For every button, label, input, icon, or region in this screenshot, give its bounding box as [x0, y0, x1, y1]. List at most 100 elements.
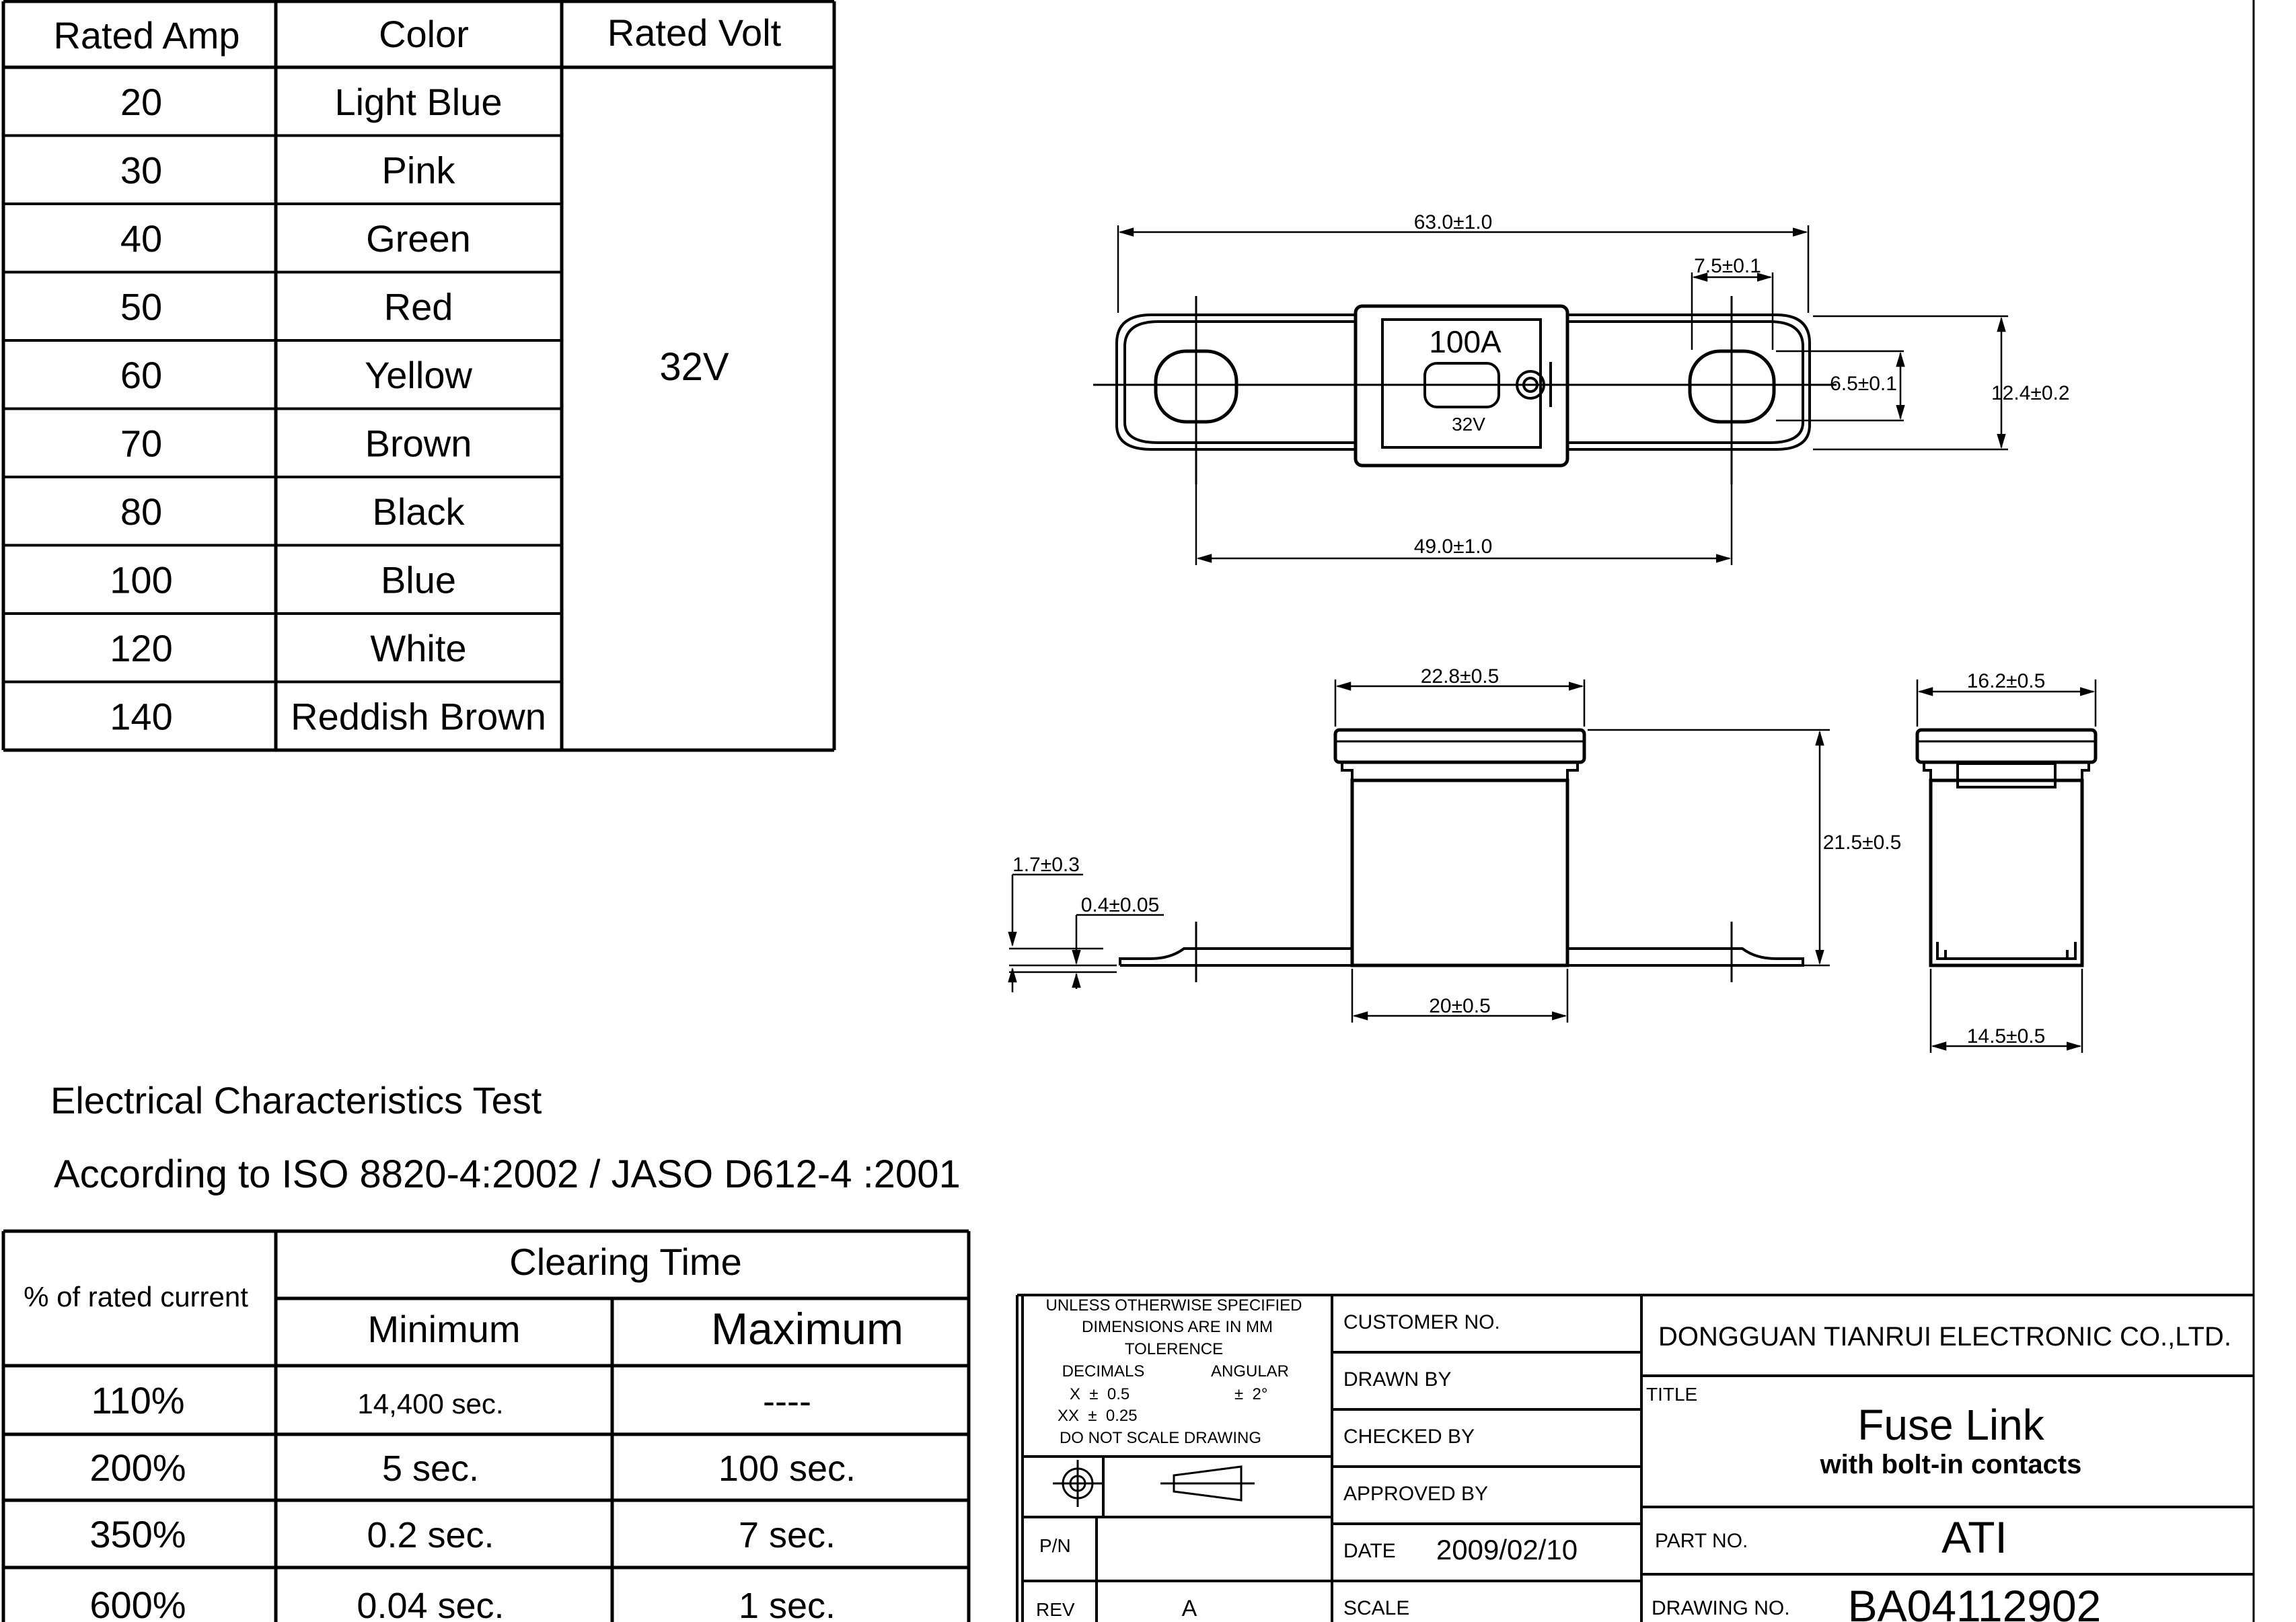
- side-body: [1350, 778, 1569, 967]
- rated-amp-cell: 30: [120, 149, 162, 191]
- clearing-table: % of rated current Clearing Time Minimum…: [1, 1229, 971, 1622]
- test-title: Electrical Characteristics Test: [50, 1079, 542, 1121]
- dim-cap-width: 22.8±0.5: [1421, 665, 1499, 688]
- company-name: DONGGUAN TIANRUI ELECTRONIC CO.,LTD.: [1658, 1322, 2231, 1352]
- color-cell: White: [370, 627, 466, 669]
- rev-value: A: [1182, 1596, 1197, 1621]
- tol-angular: ± 2°: [1234, 1385, 1267, 1403]
- part-no-label: PART NO.: [1655, 1530, 1748, 1552]
- rated-amp-cell: 40: [120, 217, 162, 260]
- drawn-label: DRAWN BY: [1343, 1368, 1452, 1391]
- rated-amp-cell: 140: [110, 695, 172, 737]
- fuse-element: [1423, 362, 1500, 408]
- header-rated-volt: Rated Volt: [607, 11, 782, 54]
- dim-end-body-width: 14.5±0.5: [1967, 1025, 2046, 1047]
- angular-label: ANGULAR: [1211, 1362, 1289, 1380]
- scale-label: SCALE: [1343, 1597, 1409, 1619]
- max-time-cell: 1 sec.: [739, 1586, 836, 1622]
- fuse-body: [1354, 304, 1569, 468]
- drawing-no-label: DRAWING NO.: [1652, 1597, 1790, 1619]
- projection-symbol-icon: [1053, 1460, 1255, 1507]
- pn-label: P/N: [1039, 1535, 1071, 1556]
- dim-end-cap-width: 16.2±0.5: [1967, 670, 2046, 692]
- pct-cell: 350%: [89, 1513, 186, 1555]
- color-cell: Reddish Brown: [291, 695, 546, 737]
- dim-hole-width: 6.5±0.1: [1830, 373, 1897, 395]
- min-time-cell: 5 sec.: [382, 1448, 479, 1489]
- max-time-cell: ----: [763, 1381, 811, 1422]
- tol-x: X ± 0.5: [1070, 1385, 1130, 1403]
- tol-xx: XX ± 0.25: [1058, 1407, 1138, 1425]
- color-cell: Green: [366, 217, 471, 260]
- rev-label: REV: [1036, 1599, 1075, 1620]
- color-cell: Yellow: [365, 354, 472, 396]
- pct-cell: 110%: [91, 1379, 184, 1422]
- checked-label: CHECKED BY: [1343, 1426, 1475, 1448]
- rating-table: Rated Amp Color Rated Volt 20 Light Blue 3…: [1, 0, 836, 752]
- end-view: 16.2±0.5 14.5±0.5: [1915, 670, 2098, 1053]
- dim-thickness: 0.4±0.05: [1081, 894, 1160, 916]
- min-time-cell: 0.04 sec.: [357, 1586, 504, 1622]
- approved-label: APPROVED BY: [1343, 1483, 1488, 1505]
- color-cell: Black: [373, 490, 466, 533]
- note-line-1: UNLESS OTHERWISE SPECIFIED: [1046, 1296, 1302, 1315]
- min-time-cell: 0.2 sec.: [367, 1515, 494, 1555]
- date-label: DATE: [1343, 1540, 1396, 1562]
- rated-amp-cell: 100: [110, 558, 172, 601]
- date-value: 2009/02/10: [1436, 1534, 1578, 1565]
- dim-body-width: 20±0.5: [1429, 995, 1491, 1017]
- customer-label: CUSTOMER NO.: [1343, 1311, 1500, 1333]
- part-no-value: ATI: [1941, 1512, 2007, 1562]
- header-clearing-time: Clearing Time: [509, 1241, 741, 1283]
- max-time-cell: 100 sec.: [718, 1448, 856, 1489]
- side-cap: [1333, 728, 1586, 764]
- header-minimum: Minimum: [367, 1308, 520, 1350]
- color-cell: Blue: [381, 558, 456, 601]
- header-pct-rated-current: % of rated current: [24, 1281, 248, 1313]
- min-time-cell: 14,400 sec.: [357, 1388, 503, 1420]
- drawing-no-value: BA04112902: [1848, 1581, 2102, 1622]
- rated-volt-value: 32V: [659, 345, 729, 389]
- color-cell: Red: [384, 285, 453, 328]
- top-view: 100A 32V 63.0±1.0 7.5±0.1: [1093, 211, 2070, 565]
- color-cell: Light Blue: [334, 81, 502, 123]
- rated-amp-cell: 80: [120, 490, 162, 533]
- dim-height: 21.5±0.5: [1823, 832, 1902, 854]
- rated-amp-cell: 20: [120, 81, 162, 123]
- no-scale-note: DO NOT SCALE DRAWING: [1060, 1429, 1261, 1447]
- end-cap: [1915, 728, 2098, 764]
- rated-amp-cell: 70: [120, 422, 162, 464]
- header-maximum: Maximum: [711, 1304, 903, 1354]
- rated-amp-cell: 120: [110, 627, 172, 669]
- end-body: [1929, 778, 2084, 967]
- max-time-cell: 7 sec.: [739, 1515, 836, 1555]
- dim-hole-spacing: 49.0±1.0: [1414, 536, 1493, 558]
- title-block: UNLESS OTHERWISE SPECIFIED DIMENSIONS AR…: [1016, 1294, 2254, 1622]
- note-line-3: TOLERENCE: [1125, 1340, 1223, 1358]
- dim-hole-length: 7.5±0.1: [1694, 255, 1761, 277]
- title-label: TITLE: [1646, 1384, 1697, 1405]
- header-color: Color: [379, 13, 469, 55]
- color-cell: Pink: [382, 149, 456, 191]
- fuse-volt-label: 32V: [1452, 414, 1485, 435]
- end-latch: [1956, 762, 2057, 788]
- fuse-window: [1381, 318, 1542, 449]
- dim-overall-length: 63.0±1.0: [1414, 211, 1493, 233]
- color-cell: Brown: [365, 422, 472, 464]
- test-standard: According to ISO 8820-4:2002 / JASO D612…: [54, 1152, 961, 1196]
- rated-amp-cell: 60: [120, 354, 162, 396]
- note-line-2: DIMENSIONS ARE IN MM: [1082, 1318, 1273, 1336]
- indicator-icon: [1516, 370, 1545, 400]
- dim-foot: 1.7±0.3: [1012, 854, 1080, 876]
- decimals-label: DECIMALS: [1062, 1362, 1145, 1380]
- fuse-rating-label: 100A: [1429, 324, 1502, 359]
- header-rated-amp: Rated Amp: [53, 14, 239, 57]
- title-main: Fuse Link: [1857, 1401, 2044, 1449]
- side-view: 22.8±0.5 21.5±0.5 20±0.5 1.7±0.3 0.4±0.0…: [1008, 665, 1902, 1023]
- dim-width: 12.4±0.2: [1991, 382, 2070, 404]
- rated-amp-cell: 50: [120, 285, 162, 328]
- title-sub: with bolt-in contacts: [1820, 1450, 2082, 1479]
- pct-cell: 600%: [89, 1584, 186, 1622]
- pct-cell: 200%: [89, 1446, 186, 1489]
